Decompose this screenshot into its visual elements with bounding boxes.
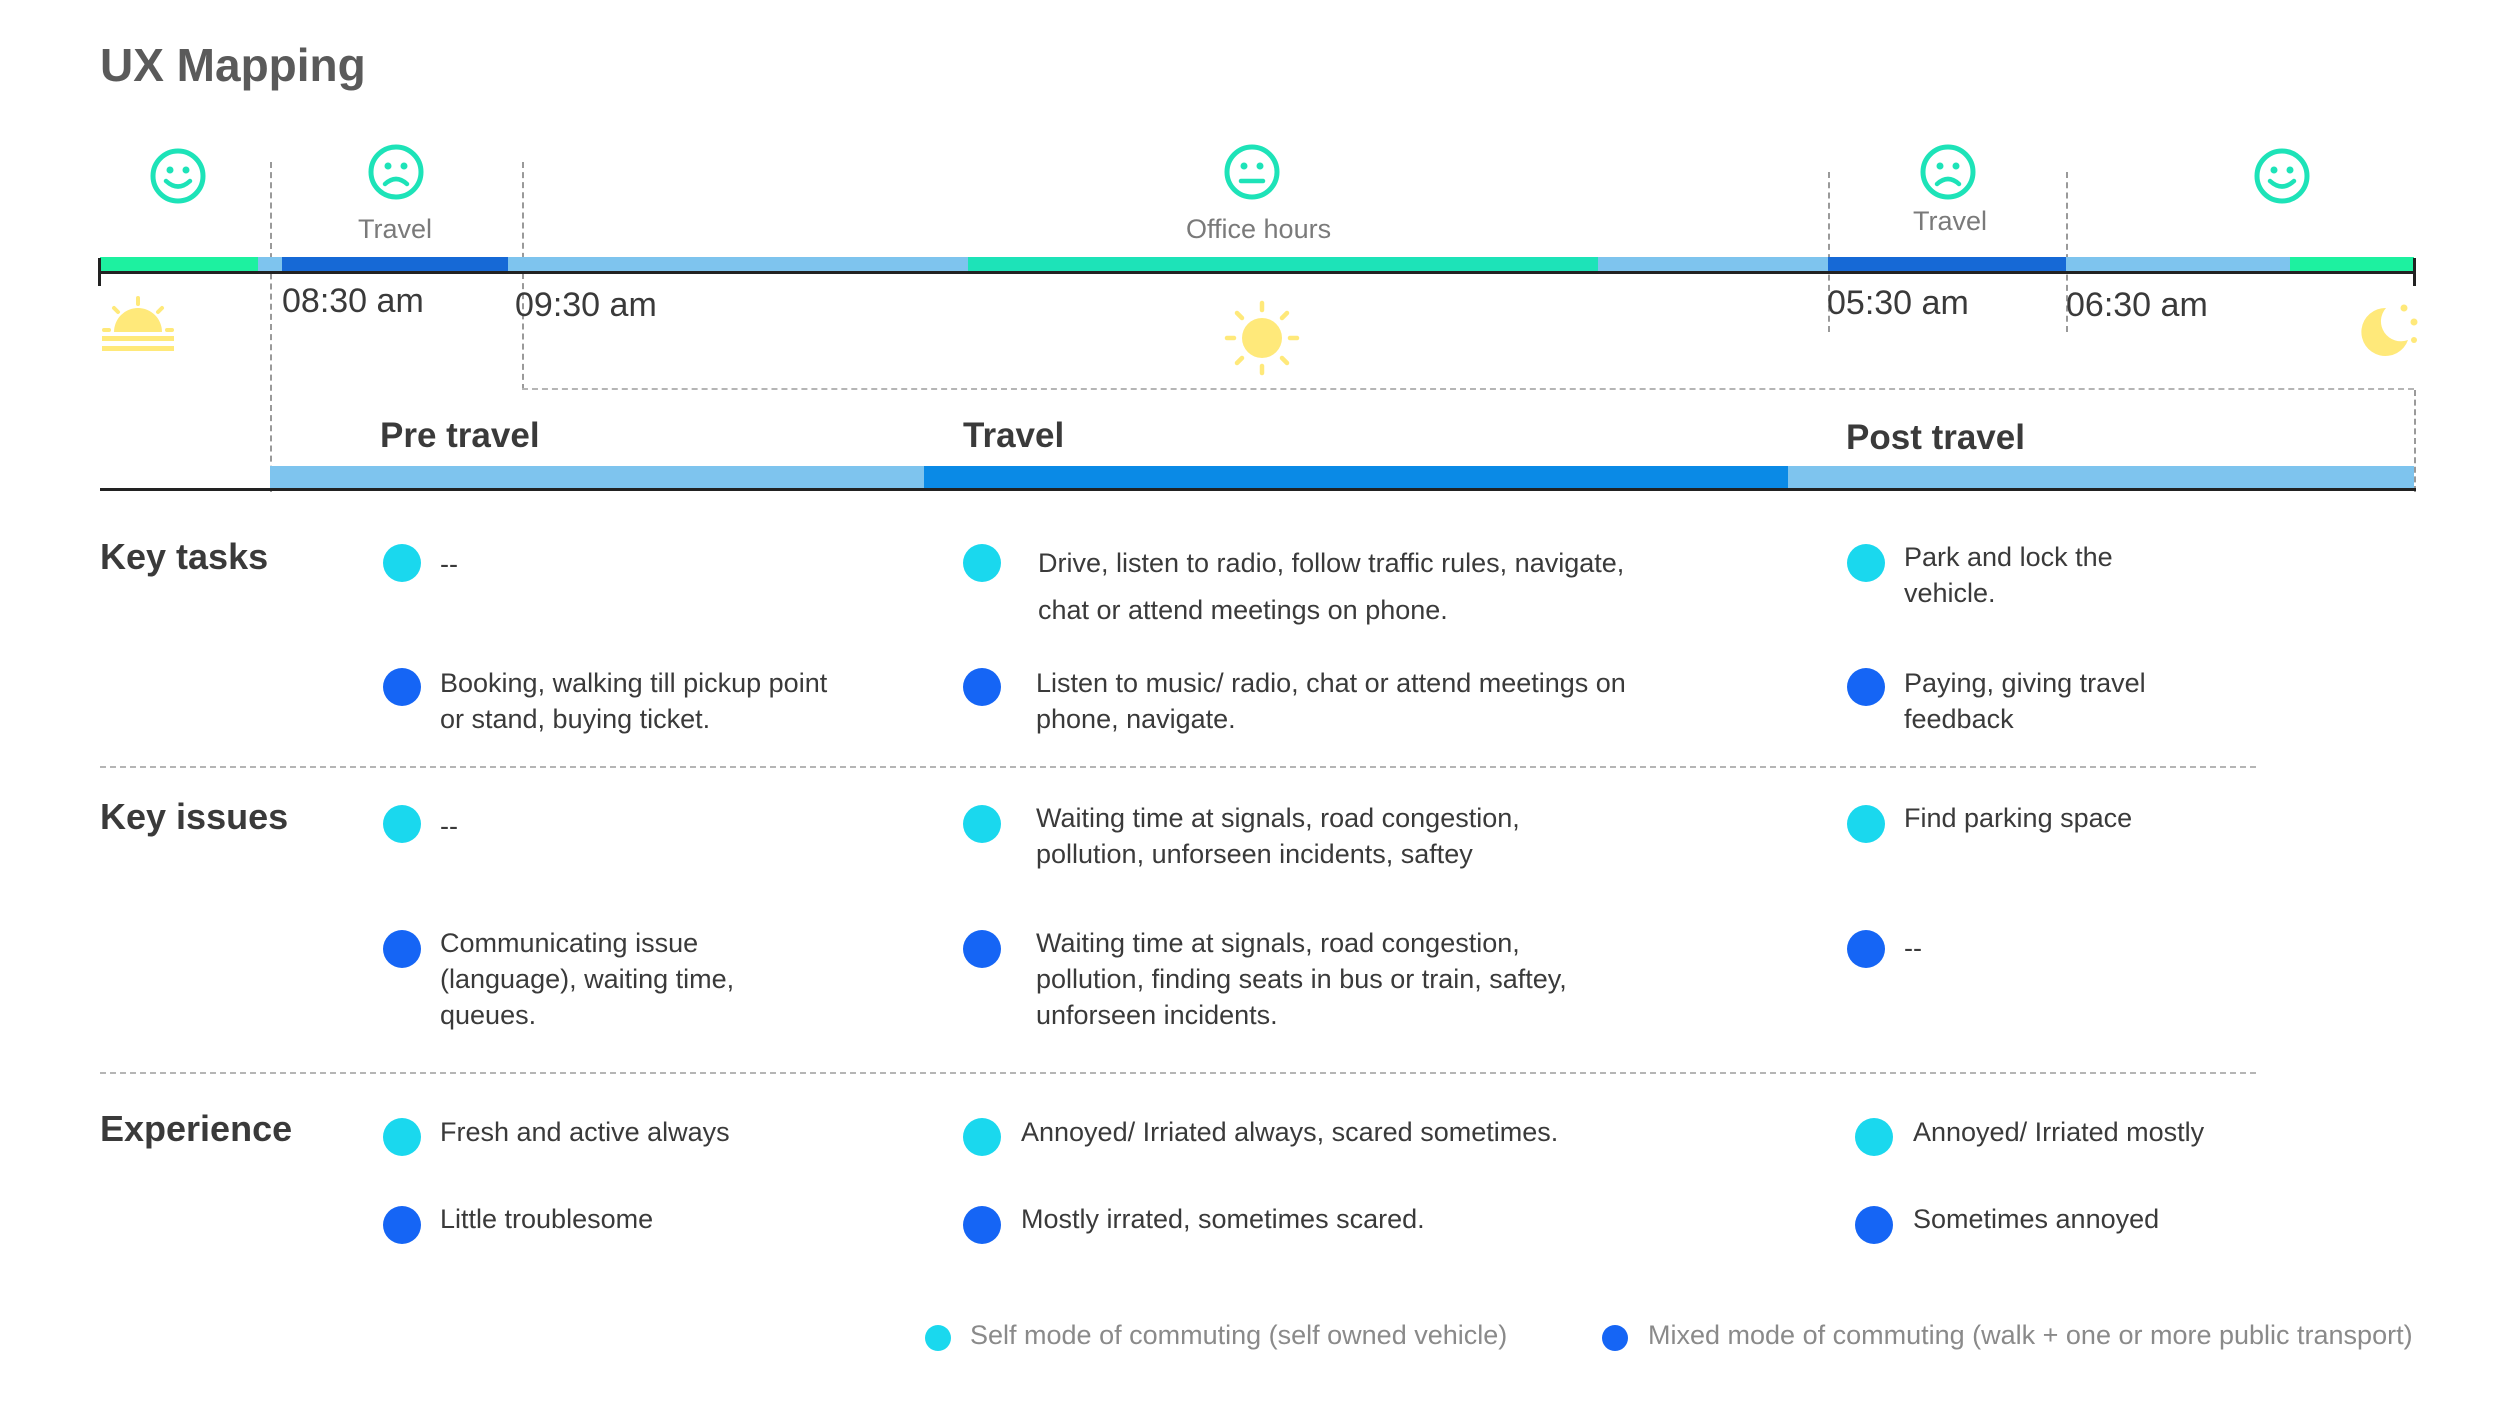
travel-label: Travel xyxy=(1913,206,1988,236)
legend-self-dot xyxy=(925,1325,951,1351)
phase-axis xyxy=(100,488,2416,491)
timeline-segment xyxy=(100,257,258,271)
time-label: 05:30 am xyxy=(1827,284,1969,322)
key-issue-pre-mixed: Communicating issue (language), waiting … xyxy=(440,928,735,1030)
self-mode-dot xyxy=(383,805,421,843)
section-experience: Experience xyxy=(100,1108,293,1149)
key-task-pre-self: -- xyxy=(440,549,458,579)
timeline-segment xyxy=(2290,257,2414,271)
timeline-segment xyxy=(508,257,968,271)
timeline-segment xyxy=(282,257,508,271)
phase-post-travel: Post travel xyxy=(1846,418,2025,457)
timeline-segment xyxy=(968,257,1598,271)
self-mode-dot xyxy=(383,1118,421,1156)
mixed-mode-dot xyxy=(963,930,1001,968)
self-mode-dot xyxy=(1855,1118,1893,1156)
time-label: 08:30 am xyxy=(282,282,424,320)
experience-pre-self: Fresh and active always xyxy=(440,1117,730,1147)
divider xyxy=(270,162,272,492)
phase-pre-travel: Pre travel xyxy=(380,416,540,455)
mixed-mode-dot xyxy=(963,1206,1001,1244)
phase-bar-pre xyxy=(270,466,924,488)
phase-bar-travel xyxy=(924,466,1788,488)
experience-post-mixed: Sometimes annoyed xyxy=(1913,1204,2160,1234)
self-mode-dot xyxy=(383,544,421,582)
divider xyxy=(522,162,524,390)
key-issue-travel-mixed: Waiting time at signals, road congestion… xyxy=(1036,928,1567,1030)
self-mode-dot xyxy=(963,1118,1001,1156)
legend-mixed-dot xyxy=(1602,1325,1628,1351)
timeline-tick xyxy=(2413,258,2416,286)
page-title: UX Mapping xyxy=(100,39,366,91)
divider xyxy=(2066,172,2068,332)
time-label: 06:30 am xyxy=(2066,286,2208,324)
timeline-segment xyxy=(2066,257,2290,271)
moon-icon xyxy=(2352,300,2420,360)
timeline-segment xyxy=(258,257,282,271)
sun-icon xyxy=(1224,300,1300,376)
timeline-axis xyxy=(98,271,2416,274)
key-issue-pre-self: -- xyxy=(440,811,458,841)
experience-travel-mixed: Mostly irrated, sometimes scared. xyxy=(1021,1204,1425,1234)
key-task-post-self: Park and lock the vehicle. xyxy=(1904,542,2113,608)
section-key-tasks: Key tasks xyxy=(100,536,269,577)
time-label: 09:30 am xyxy=(515,286,657,324)
self-mode-dot xyxy=(963,544,1001,582)
self-mode-dot xyxy=(1847,544,1885,582)
legend-self-label: Self mode of commuting (self owned vehic… xyxy=(970,1320,1508,1350)
mixed-mode-dot xyxy=(1847,668,1885,706)
happy-face-icon xyxy=(150,148,206,204)
sad-face-icon xyxy=(1920,144,1976,200)
divider xyxy=(522,388,2414,390)
key-issue-post-mixed: -- xyxy=(1904,933,1922,963)
key-task-travel-mixed: Listen to music/ radio, chat or attend m… xyxy=(1036,668,1626,734)
self-mode-dot xyxy=(1847,805,1885,843)
section-divider xyxy=(100,766,2256,768)
happy-face-icon xyxy=(2254,148,2310,204)
mixed-mode-dot xyxy=(383,1206,421,1244)
self-mode-dot xyxy=(963,805,1001,843)
key-issue-travel-self: Waiting time at signals, road congestion… xyxy=(1036,803,1520,869)
mixed-mode-dot xyxy=(1855,1206,1893,1244)
key-task-post-mixed: Paying, giving travel feedback xyxy=(1904,668,2146,734)
sad-face-icon xyxy=(368,144,424,200)
experience-travel-self: Annoyed/ Irriated always, scared sometim… xyxy=(1021,1117,1559,1147)
timeline-tick xyxy=(98,258,101,286)
timeline-segment xyxy=(1598,257,1828,271)
mixed-mode-dot xyxy=(383,930,421,968)
travel-label: Travel xyxy=(358,214,433,244)
key-task-pre-mixed: Booking, walking till pickup point or st… xyxy=(440,668,828,734)
neutral-face-icon xyxy=(1224,144,1280,200)
sunrise-icon xyxy=(100,296,176,356)
legend-mixed-label: Mixed mode of commuting (walk + one or m… xyxy=(1648,1320,2413,1350)
section-key-issues: Key issues xyxy=(100,796,289,837)
divider xyxy=(2414,390,2416,492)
key-issue-post-self: Find parking space xyxy=(1904,803,2133,833)
section-divider xyxy=(100,1072,2256,1074)
timeline-segment xyxy=(1828,257,2066,271)
divider xyxy=(1828,172,1830,332)
key-task-travel-self: Drive, listen to radio, follow traffic r… xyxy=(1038,548,1625,625)
mixed-mode-dot xyxy=(1847,930,1885,968)
phase-travel: Travel xyxy=(963,416,1065,455)
office-hours-label: Office hours xyxy=(1186,214,1332,244)
mixed-mode-dot xyxy=(963,668,1001,706)
phase-bar-post xyxy=(1788,466,2414,488)
experience-post-self: Annoyed/ Irriated mostly xyxy=(1913,1117,2205,1147)
mixed-mode-dot xyxy=(383,668,421,706)
experience-pre-mixed: Little troublesome xyxy=(440,1204,654,1234)
